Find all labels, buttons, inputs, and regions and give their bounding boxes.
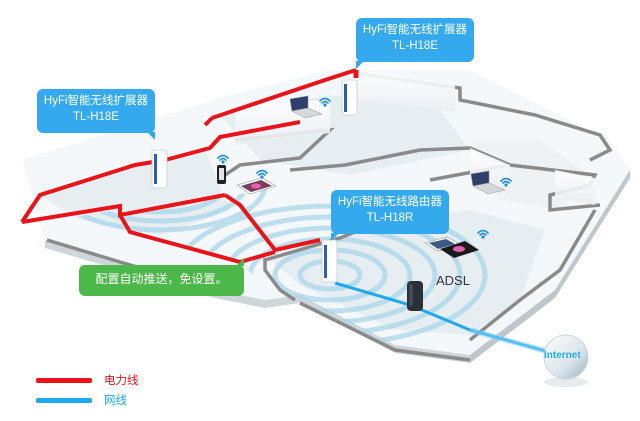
callout-router-model: TL-H18R (366, 212, 414, 224)
laptop-top (289, 95, 323, 119)
callout-extender-left-title: HyFi智能无线扩展器 (43, 95, 149, 107)
callout-router: HyFi智能无线路由器 TL-H18R (331, 190, 449, 241)
wifi-icon (477, 229, 489, 239)
wifi-icons (217, 97, 512, 239)
callout-auto-config-text: 配置自动推送，免设置。 (95, 272, 228, 286)
callout-router-title: HyFi智能无线路由器 (337, 196, 443, 208)
internet-label: Internet (544, 350, 581, 361)
power-line-path (21, 193, 226, 224)
callout-tail (147, 132, 155, 140)
callout-extender-top-model: TL-H18E (391, 40, 439, 52)
extender-left-device[interactable] (151, 149, 168, 189)
legend-swatch-power-line (36, 378, 92, 383)
laptop-right (470, 170, 506, 195)
legend-item-power-line: 电力线 (36, 372, 176, 388)
callout-extender-top-title: HyFi智能无线扩展器 (362, 24, 468, 36)
internet-globe[interactable] (543, 334, 589, 387)
wifi-icon (256, 169, 268, 179)
callout-extender-top: HyFi智能无线扩展器 TL-H18E (356, 18, 474, 69)
callout-tail (236, 258, 244, 266)
wifi-icon (500, 177, 512, 187)
power-line (20, 68, 359, 265)
smartphone (217, 165, 226, 184)
extender-top-device[interactable] (341, 79, 358, 116)
adsl-modem[interactable] (407, 281, 423, 311)
tablets-right (424, 236, 479, 258)
legend-swatch-network-line (36, 398, 92, 403)
legend: 电力线 网线 (36, 372, 176, 412)
wifi-icon (217, 154, 229, 164)
legend-label-network-line: 网线 (104, 395, 127, 407)
callout-extender-left: HyFi智能无线扩展器 TL-H18E (37, 89, 155, 140)
callout-tail (356, 61, 364, 69)
wifi-icon (319, 97, 331, 107)
callout-auto-config: 配置自动推送，免设置。 (79, 258, 244, 296)
adsl-label: ADSL (436, 273, 470, 288)
callout-extender-left-model: TL-H18E (72, 111, 120, 123)
router-device[interactable] (321, 239, 338, 283)
legend-label-power-line: 电力线 (104, 375, 139, 387)
tablet-left (236, 177, 277, 195)
callout-tail (331, 233, 339, 241)
legend-item-network-line: 网线 (36, 392, 176, 408)
